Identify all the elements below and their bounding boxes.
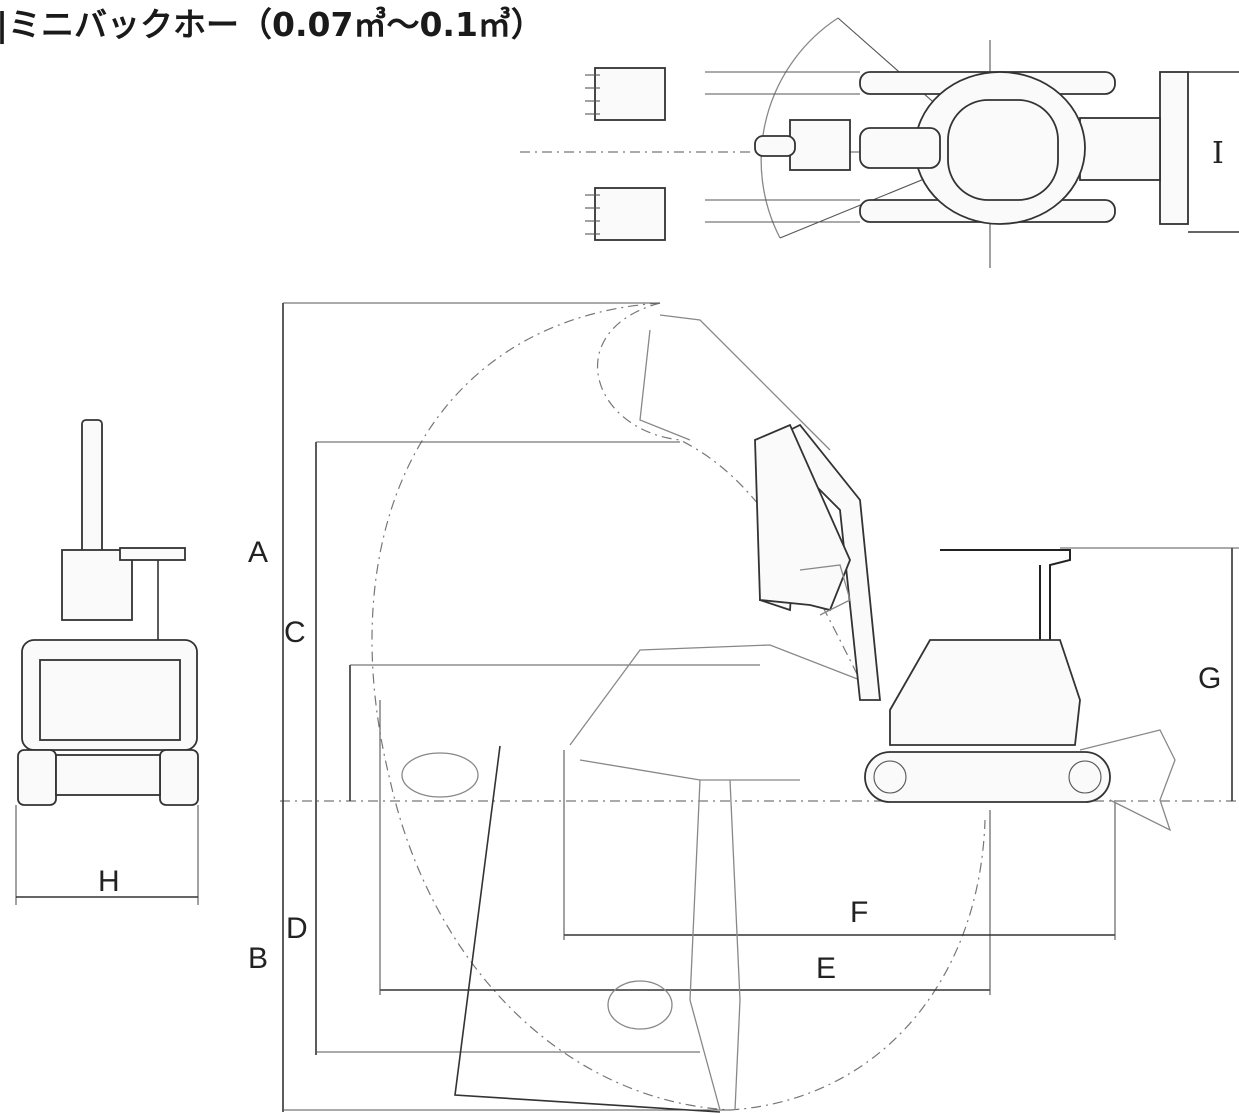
dimension-label-e: E	[816, 952, 836, 985]
page-title: |ミニバックホー（0.07㎥〜0.1㎥）	[0, 5, 544, 44]
dimension-label-f: F	[850, 896, 868, 929]
bucket-icon-top	[585, 67, 666, 241]
dimension-label-a: A	[248, 536, 268, 569]
dimension-label-c: C	[284, 616, 306, 649]
top-view: I	[520, 17, 1239, 268]
dimension-label-h: H	[98, 865, 120, 898]
dimension-label-g: G	[1198, 662, 1221, 695]
side-view: A B C D E F G	[248, 302, 1239, 1113]
front-view: H	[15, 419, 199, 905]
dimension-label-d: D	[286, 912, 308, 945]
dimension-label-b: B	[248, 942, 268, 975]
dimension-label-i: I	[1212, 136, 1224, 171]
